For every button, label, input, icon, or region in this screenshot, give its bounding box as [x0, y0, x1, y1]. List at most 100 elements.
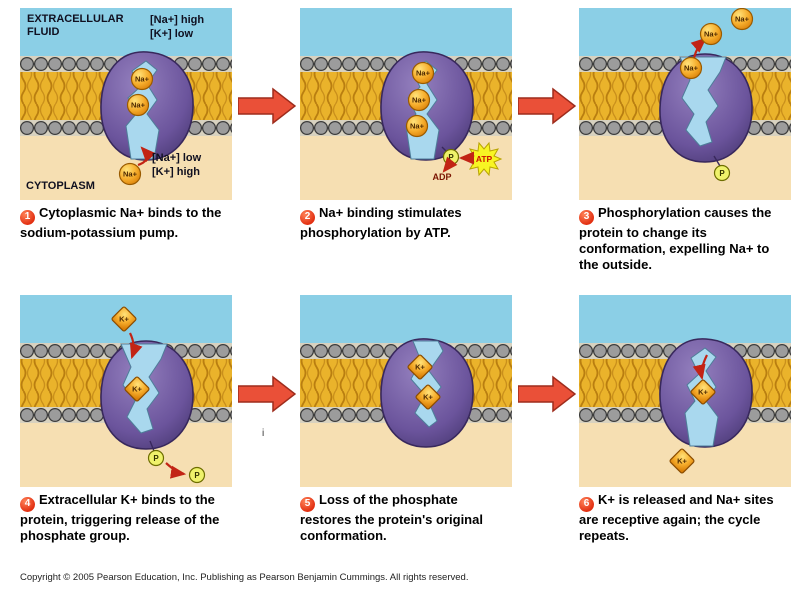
potassium-ion-body: [415, 384, 441, 410]
ion-movement-arrow: [692, 354, 708, 381]
potassium-ion-label: K+: [132, 385, 142, 394]
step-number-badge: 1: [20, 209, 35, 225]
potassium-ion-label: K+: [698, 388, 708, 397]
sodium-ion-body: [699, 22, 723, 46]
phosphate-group: P: [147, 449, 165, 467]
panel-step-4: K+ K+ P P: [20, 295, 232, 487]
pump-channel: [410, 340, 444, 428]
panel-2-figure: Na+ Na+ Na+ P ADP ATP: [300, 8, 512, 200]
sodium-ion-label: Na+: [123, 170, 138, 179]
caption-text: Extracellular K+ binds to the protein, t…: [20, 492, 220, 543]
step-arrow-1-to-2: [238, 87, 296, 125]
caption-text: Na+ binding stimulates phosphorylation b…: [300, 205, 462, 240]
sodium-ion-label: Na+: [410, 122, 425, 131]
phosphate-release-arrow: [165, 462, 187, 479]
potassium-ion: K+: [407, 354, 433, 380]
step-number-badge: 2: [300, 209, 315, 225]
panel-step-6: K+ K+: [579, 295, 791, 487]
k-high-label: [K+] high: [152, 165, 200, 178]
sodium-ion-body: [730, 8, 754, 31]
sodium-ion-label: Na+: [684, 64, 699, 73]
sodium-ion-label: Na+: [704, 30, 719, 39]
phosphate-label: P: [448, 153, 454, 162]
sodium-ion: Na+: [118, 162, 142, 186]
step-number-badge: 3: [579, 209, 594, 225]
sodium-ion-label: Na+: [135, 75, 150, 84]
step-arrow-4-to-5: [238, 375, 296, 413]
panel-1-figure: Na+ Na+ Na+: [20, 8, 232, 200]
phosphate-label: P: [719, 169, 725, 178]
sodium-ion-label: Na+: [735, 15, 750, 24]
pump-channel: [679, 56, 727, 147]
k-low-label: [K+] low: [150, 27, 194, 40]
phosphate-stalk: [149, 440, 155, 452]
potassium-ion: K+: [415, 384, 441, 410]
panel-step-3: P Na+ Na+ Na+: [579, 8, 791, 200]
potassium-ion-body: [669, 448, 695, 474]
block-arrow-icon: [238, 375, 296, 413]
panel-6-figure: K+ K+: [579, 295, 791, 487]
sodium-ion-body: [118, 162, 142, 186]
panel-4-figure: K+ K+ P P: [20, 295, 232, 487]
phosphate-label: P: [153, 454, 159, 463]
sodium-ion: Na+: [679, 56, 703, 80]
sodium-ion-body: [411, 61, 435, 85]
phosphate-body: [188, 466, 206, 484]
caption-text: Loss of the phosphate restores the prote…: [300, 492, 483, 543]
copyright-line: Copyright © 2005 Pearson Education, Inc.…: [20, 572, 469, 583]
adp-label: ADP: [432, 172, 451, 182]
panel-step-2: Na+ Na+ Na+ P ADP ATP: [300, 8, 512, 200]
potassium-ion-body: [690, 379, 716, 405]
potassium-ion: K+: [111, 306, 137, 332]
caption-text: K+ is released and Na+ sites are recepti…: [579, 492, 774, 543]
ion-movement-arrow: [129, 332, 143, 360]
sodium-ion: Na+: [407, 88, 431, 112]
sodium-ion-body: [405, 114, 429, 138]
potassium-ion-label: K+: [415, 363, 425, 372]
concentration-labels-top: [Na+] high [K+] low: [150, 14, 204, 42]
potassium-ion: K+: [124, 376, 150, 402]
cytoplasm-label: CYTOPLASM: [26, 180, 95, 192]
panel-5-figure: K+ K+: [300, 295, 512, 487]
stray-mark: i: [262, 428, 265, 439]
step-arrow-2-to-3: [518, 87, 576, 125]
phosphate-group: P: [713, 164, 731, 182]
panel-step-1: Na+ Na+ Na+ EXTRACELLULAR FLUID [Na+] hi…: [20, 8, 232, 200]
sodium-ion-body: [407, 88, 431, 112]
na-high-label: [Na+] high: [150, 14, 205, 26]
na-low-label: [Na+] low: [152, 152, 202, 164]
phosphate-group: P: [442, 148, 460, 166]
phosphate-body: [713, 164, 731, 182]
adp-arrow: [442, 156, 458, 173]
extracellular-fluid-label: EXTRACELLULAR FLUID: [27, 13, 124, 38]
sodium-ion-body: [130, 67, 154, 91]
block-arrow-icon: [518, 375, 576, 413]
potassium-ion-body: [111, 306, 137, 332]
step-number-badge: 6: [579, 496, 594, 512]
potassium-ion-body: [124, 376, 150, 402]
phosphate-label: P: [194, 471, 200, 480]
step-number-badge: 5: [300, 496, 315, 512]
sodium-ion: Na+: [405, 114, 429, 138]
sodium-ion-label: Na+: [412, 96, 427, 105]
sodium-ion: Na+: [411, 61, 435, 85]
panel-step-5: K+ K+: [300, 295, 512, 487]
phosphate-body: [147, 449, 165, 467]
ion-movement-arrow: [137, 146, 156, 167]
concentration-labels-bottom: [Na+] low [K+] high: [152, 152, 201, 180]
sodium-ion-body: [126, 93, 150, 117]
potassium-ion-body: [407, 354, 433, 380]
step-number-badge: 4: [20, 496, 35, 512]
sodium-ion: Na+: [699, 22, 723, 46]
sodium-ion-body: [679, 56, 703, 80]
caption-text: Cytoplasmic Na+ binds to the sodium-pota…: [20, 205, 222, 240]
sodium-ion: Na+: [730, 8, 754, 31]
block-arrow-icon: [518, 87, 576, 125]
sodium-ion: Na+: [130, 67, 154, 91]
